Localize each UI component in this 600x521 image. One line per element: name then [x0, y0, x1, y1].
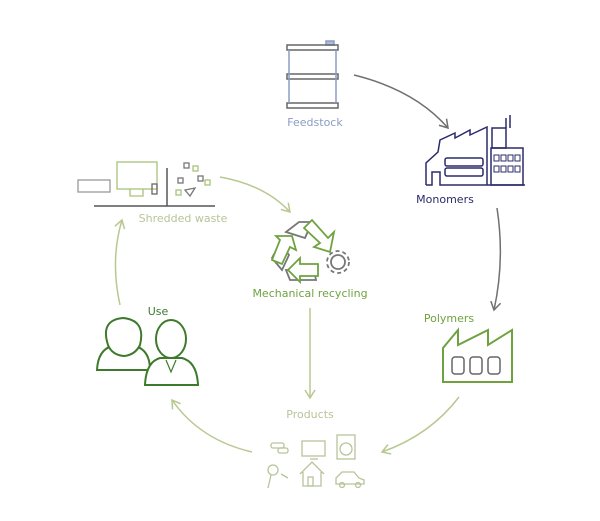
arrow-polymers-to-products — [380, 396, 460, 455]
arrow-shredded-to-recycling — [219, 176, 291, 214]
arrow-products-to-use — [171, 398, 253, 453]
arrow-monomers-to-polymers — [490, 207, 502, 312]
people-icon — [95, 316, 200, 386]
mechanical-recycling-label: Mechanical recycling — [252, 287, 368, 300]
monomers-label: Monomers — [416, 193, 474, 206]
arrow-feedstock-to-monomers — [353, 74, 449, 130]
consumer-products-icon — [267, 434, 365, 489]
recycle-gear-icon — [270, 218, 350, 285]
chemical-plant-icon — [425, 115, 525, 186]
use-label: Use — [147, 305, 169, 318]
arrow-use-to-shredded-waste — [114, 218, 126, 306]
polymers-label: Polymers — [423, 312, 475, 325]
feedstock-label: Feedstock — [287, 116, 343, 129]
factory-icon — [442, 327, 513, 383]
products-label: Products — [286, 408, 334, 421]
e-waste-icon — [77, 161, 215, 207]
shredded-waste-label: Shredded waste — [138, 212, 228, 225]
oil-barrel-icon — [286, 40, 339, 109]
